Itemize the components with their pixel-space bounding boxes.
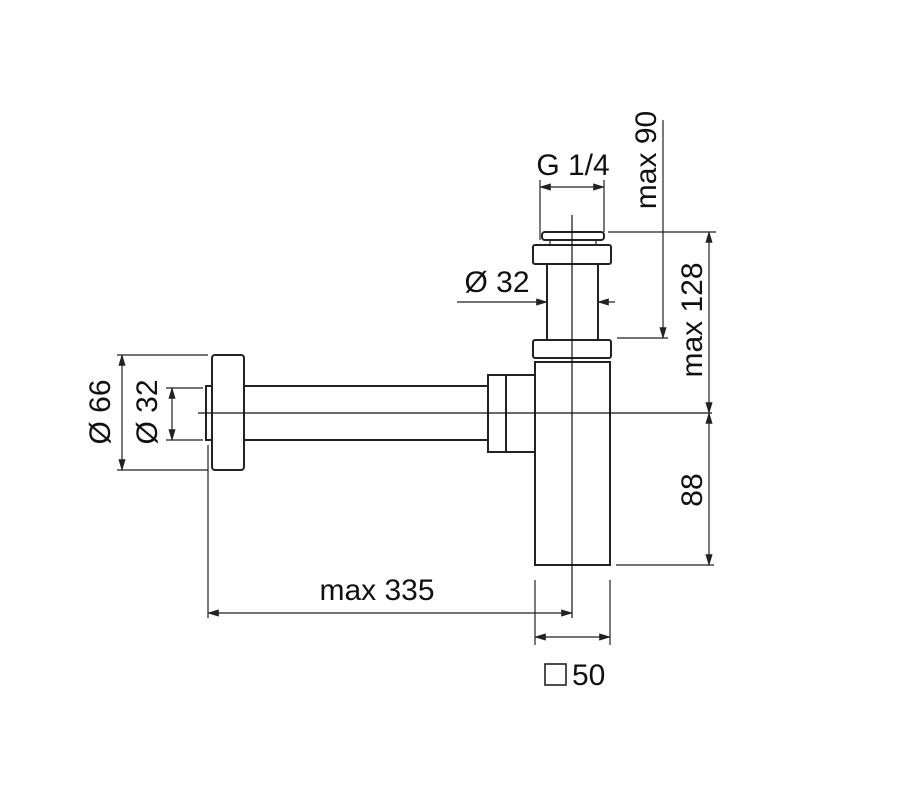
dim-body-square: 50 bbox=[533, 580, 612, 692]
dim-flange-diameter: Ø 66 bbox=[84, 353, 208, 472]
outlet-height-label: 88 bbox=[676, 473, 709, 506]
max-128-label: max 128 bbox=[676, 262, 709, 377]
max-335-label: max 335 bbox=[319, 574, 434, 607]
thread-label: G 1/4 bbox=[536, 149, 609, 182]
dim-max-128: max 128 bbox=[676, 230, 713, 415]
flange-diameter-label: Ø 66 bbox=[84, 379, 117, 444]
dim-thread: G 1/4 bbox=[536, 149, 610, 240]
outlet-diameter-label: Ø 32 bbox=[131, 379, 164, 444]
dim-max-335: max 335 bbox=[206, 445, 574, 618]
dim-88: 88 bbox=[616, 411, 714, 567]
top-cap bbox=[541, 231, 605, 241]
dim-pipe-diameter: Ø 32 bbox=[457, 266, 615, 306]
dim-max-90: max 90 bbox=[608, 111, 716, 340]
body-square-label: 50 bbox=[572, 659, 605, 692]
siphon-body-parts bbox=[205, 231, 612, 566]
max-90-label: max 90 bbox=[630, 111, 663, 209]
dim-outlet-diameter: Ø 32 bbox=[131, 379, 203, 445]
square-symbol-icon bbox=[544, 663, 567, 686]
pipe-diameter-label: Ø 32 bbox=[464, 266, 529, 299]
